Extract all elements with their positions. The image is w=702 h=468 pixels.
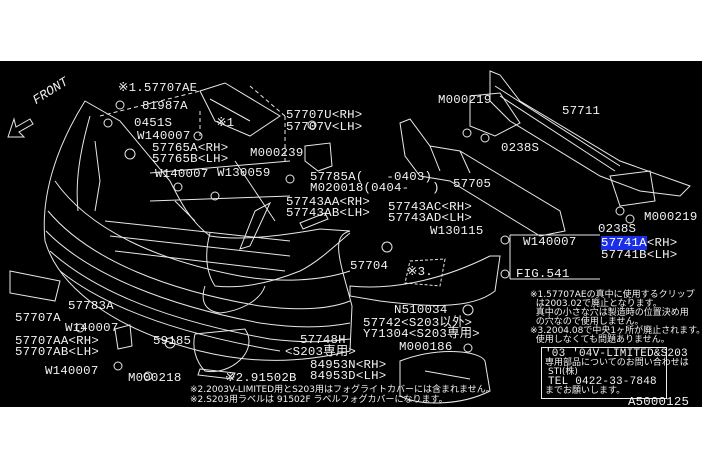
part-label[interactable]: 57711: [562, 104, 601, 118]
part-label: <S203専用>: [285, 345, 356, 359]
contact-text: までお願いします。: [545, 386, 626, 396]
figure-code: A5000125: [628, 395, 690, 407]
part-label[interactable]: M000219: [438, 93, 492, 107]
part-label[interactable]: 57705: [453, 177, 492, 191]
part-label[interactable]: W140007: [523, 235, 577, 249]
part-label[interactable]: 57748H: [300, 333, 346, 347]
part-label[interactable]: W130115: [430, 224, 484, 238]
fastener-icons: [75, 100, 635, 381]
contact-text: STI(株): [548, 367, 578, 377]
front-arrow-icon: [7, 117, 34, 138]
part-label[interactable]: Y71304<S203専用>: [363, 327, 480, 341]
contact-info-box: [541, 347, 667, 399]
side-note: は2003.02で廃止となります。: [530, 299, 662, 309]
part-label[interactable]: 57743AB<LH>: [286, 206, 370, 220]
part-label[interactable]: ※1.57707AE: [118, 81, 198, 95]
side-note: ※3.2004.08で中央1ヶ所が廃止されます。: [530, 326, 702, 336]
part-label[interactable]: 57704: [350, 259, 389, 273]
footnote: ※2.2003V-LIMITED用とS203用はフォグライトカバーには含まれませ…: [190, 385, 495, 395]
contact-title: '03 '04V-LIMITED&S203: [545, 348, 688, 360]
highlighted-part-number[interactable]: 57741A: [601, 236, 647, 250]
part-label[interactable]: M020018(0404- ): [310, 181, 440, 195]
part-label[interactable]: 57785A( -0403): [310, 170, 433, 184]
part-label[interactable]: W140007: [155, 167, 209, 181]
part-label[interactable]: 84953D<LH>: [310, 369, 387, 383]
part-label[interactable]: 0238S: [598, 222, 637, 236]
part-side: <RH>: [646, 236, 678, 250]
part-label[interactable]: 57743AD<LH>: [388, 211, 472, 225]
figure-reference-link[interactable]: FIG.541: [516, 267, 570, 281]
part-label[interactable]: 59185: [153, 334, 192, 348]
part-label[interactable]: 57742<S203以外>: [363, 316, 473, 330]
part-label[interactable]: 0451S: [134, 116, 173, 130]
part-label[interactable]: 57783A: [68, 299, 114, 313]
part-label[interactable]: W140007: [45, 364, 99, 378]
part-label[interactable]: M000218: [128, 371, 182, 385]
part-label[interactable]: 57707U<RH>: [286, 108, 363, 122]
parts-diagram: FRONT ※1.57707AE 81987A 0451S W140007 ※1…: [0, 61, 702, 407]
contact-text: 専用部品についてのお問い合わせは: [545, 358, 689, 368]
part-label[interactable]: M000239: [250, 146, 304, 160]
reinforcement: [489, 70, 691, 197]
part-label[interactable]: 57765B<LH>: [152, 152, 229, 166]
side-note: ※1.57707AEの真中に使用するクリップ: [530, 290, 695, 300]
side-note: 使用しなくても問題ありません。: [530, 335, 670, 345]
part-label[interactable]: M000219: [644, 210, 698, 224]
part-label[interactable]: N510034: [394, 303, 448, 317]
contact-phone: TEL 0422-33-7848: [548, 376, 657, 388]
part-label: ※3.: [407, 265, 433, 279]
side-note: の穴なので使用しません。: [530, 317, 644, 327]
part-label[interactable]: ※2.91502B: [225, 371, 297, 385]
bumper-beam: [399, 118, 566, 237]
part-label[interactable]: 57765A<RH>: [152, 141, 229, 155]
part-label[interactable]: 84953N<RH>: [310, 358, 387, 372]
part-label[interactable]: 57707AB<LH>: [15, 345, 99, 359]
part-label[interactable]: W140007: [137, 129, 191, 143]
bumper-cover: [43, 100, 353, 361]
part-label[interactable]: M000186: [399, 340, 453, 354]
side-note: 真中の小さな穴は製造時の位置決め用: [530, 308, 689, 318]
part-label[interactable]: 57741B<LH>: [601, 248, 678, 262]
footnote: ※2.S203用ラベルは 91502F ラベルフォグカバーになります。: [190, 395, 448, 405]
part-label[interactable]: 81987A: [142, 99, 188, 113]
part-label[interactable]: 57707V<LH>: [286, 120, 363, 134]
part-label-selected[interactable]: 57741A<RH>: [601, 236, 678, 250]
part-label[interactable]: W140007: [65, 321, 119, 335]
part-label[interactable]: 57743AA<RH>: [286, 195, 370, 209]
bumper-illustration: [7, 70, 691, 404]
part-label[interactable]: 57707A: [15, 311, 61, 325]
part-label[interactable]: W130059: [217, 166, 271, 180]
part-label[interactable]: 57707AA<RH>: [15, 334, 99, 348]
part-label[interactable]: 0238S: [501, 141, 540, 155]
part-label: ※1: [216, 116, 235, 130]
part-label[interactable]: 57743AC<RH>: [388, 200, 472, 214]
